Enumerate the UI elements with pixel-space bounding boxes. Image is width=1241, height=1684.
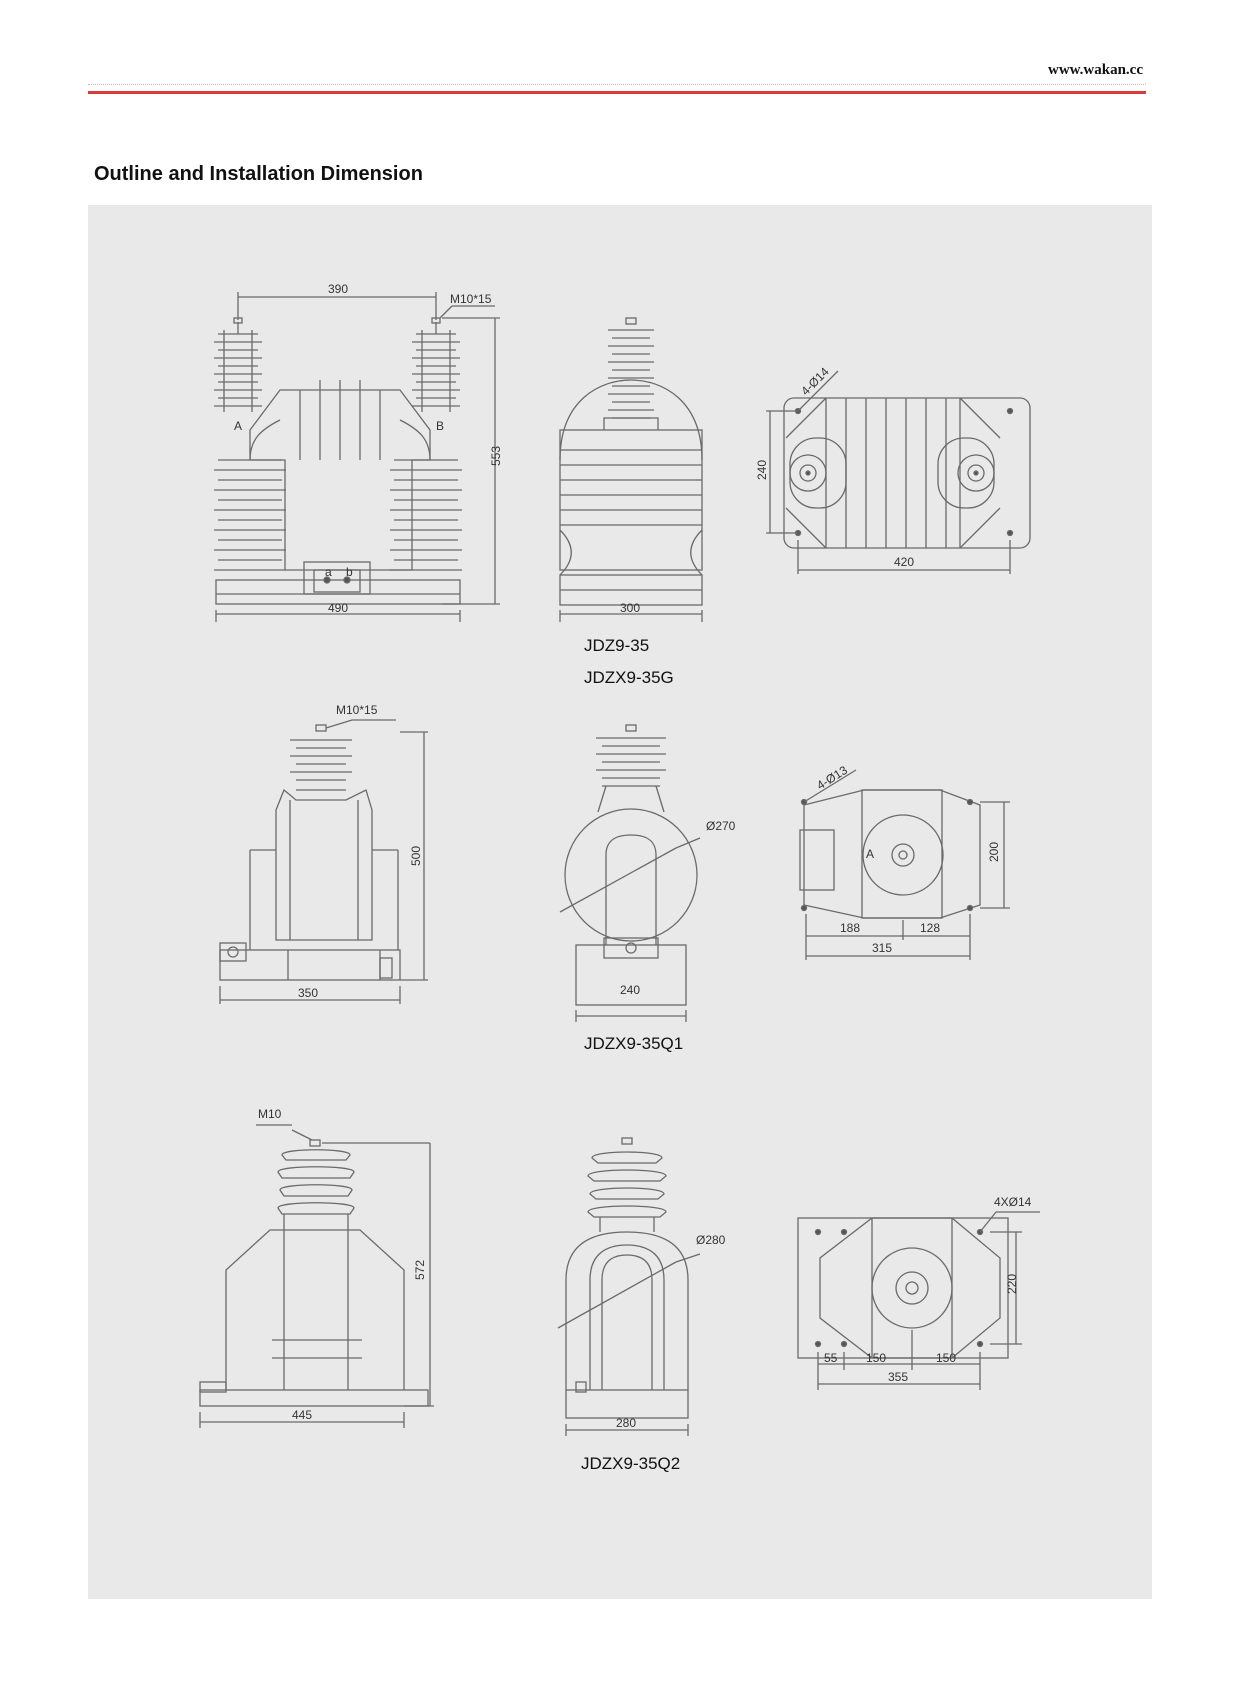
caption-jdzx9-35q2: JDZX9-35Q2: [581, 1454, 681, 1473]
jdzx9-35q1-front-view: [219, 719, 428, 1004]
jdz9-35-top-view: [766, 370, 1031, 574]
site-url[interactable]: www.wakan.cc: [1047, 62, 1143, 78]
jdzx9-35q2-front-view: [199, 1124, 434, 1428]
jdz9-35-side-view: [559, 317, 703, 622]
jdzx9-35q2-top-view: [797, 1211, 1040, 1390]
jdzx9-35q2-side-view: [557, 1137, 701, 1436]
drawing-panel: [88, 205, 1152, 1599]
jdz9-35-front-view: [214, 292, 500, 622]
caption-jdzx9-35q1: JDZX9-35Q1: [584, 1034, 684, 1053]
caption-jdz9-35: JDZ9-35: [584, 636, 650, 655]
jdzx9-35q1-side-view: [559, 724, 701, 1022]
section-title: Outline and Installation Dimension: [94, 163, 423, 185]
header-divider-dotted: [88, 84, 1146, 85]
jdzx9-35q1-top-view: [799, 769, 1010, 960]
caption-jdzx9-35g: JDZX9-35G: [584, 668, 674, 687]
header-divider-red: [88, 91, 1146, 94]
